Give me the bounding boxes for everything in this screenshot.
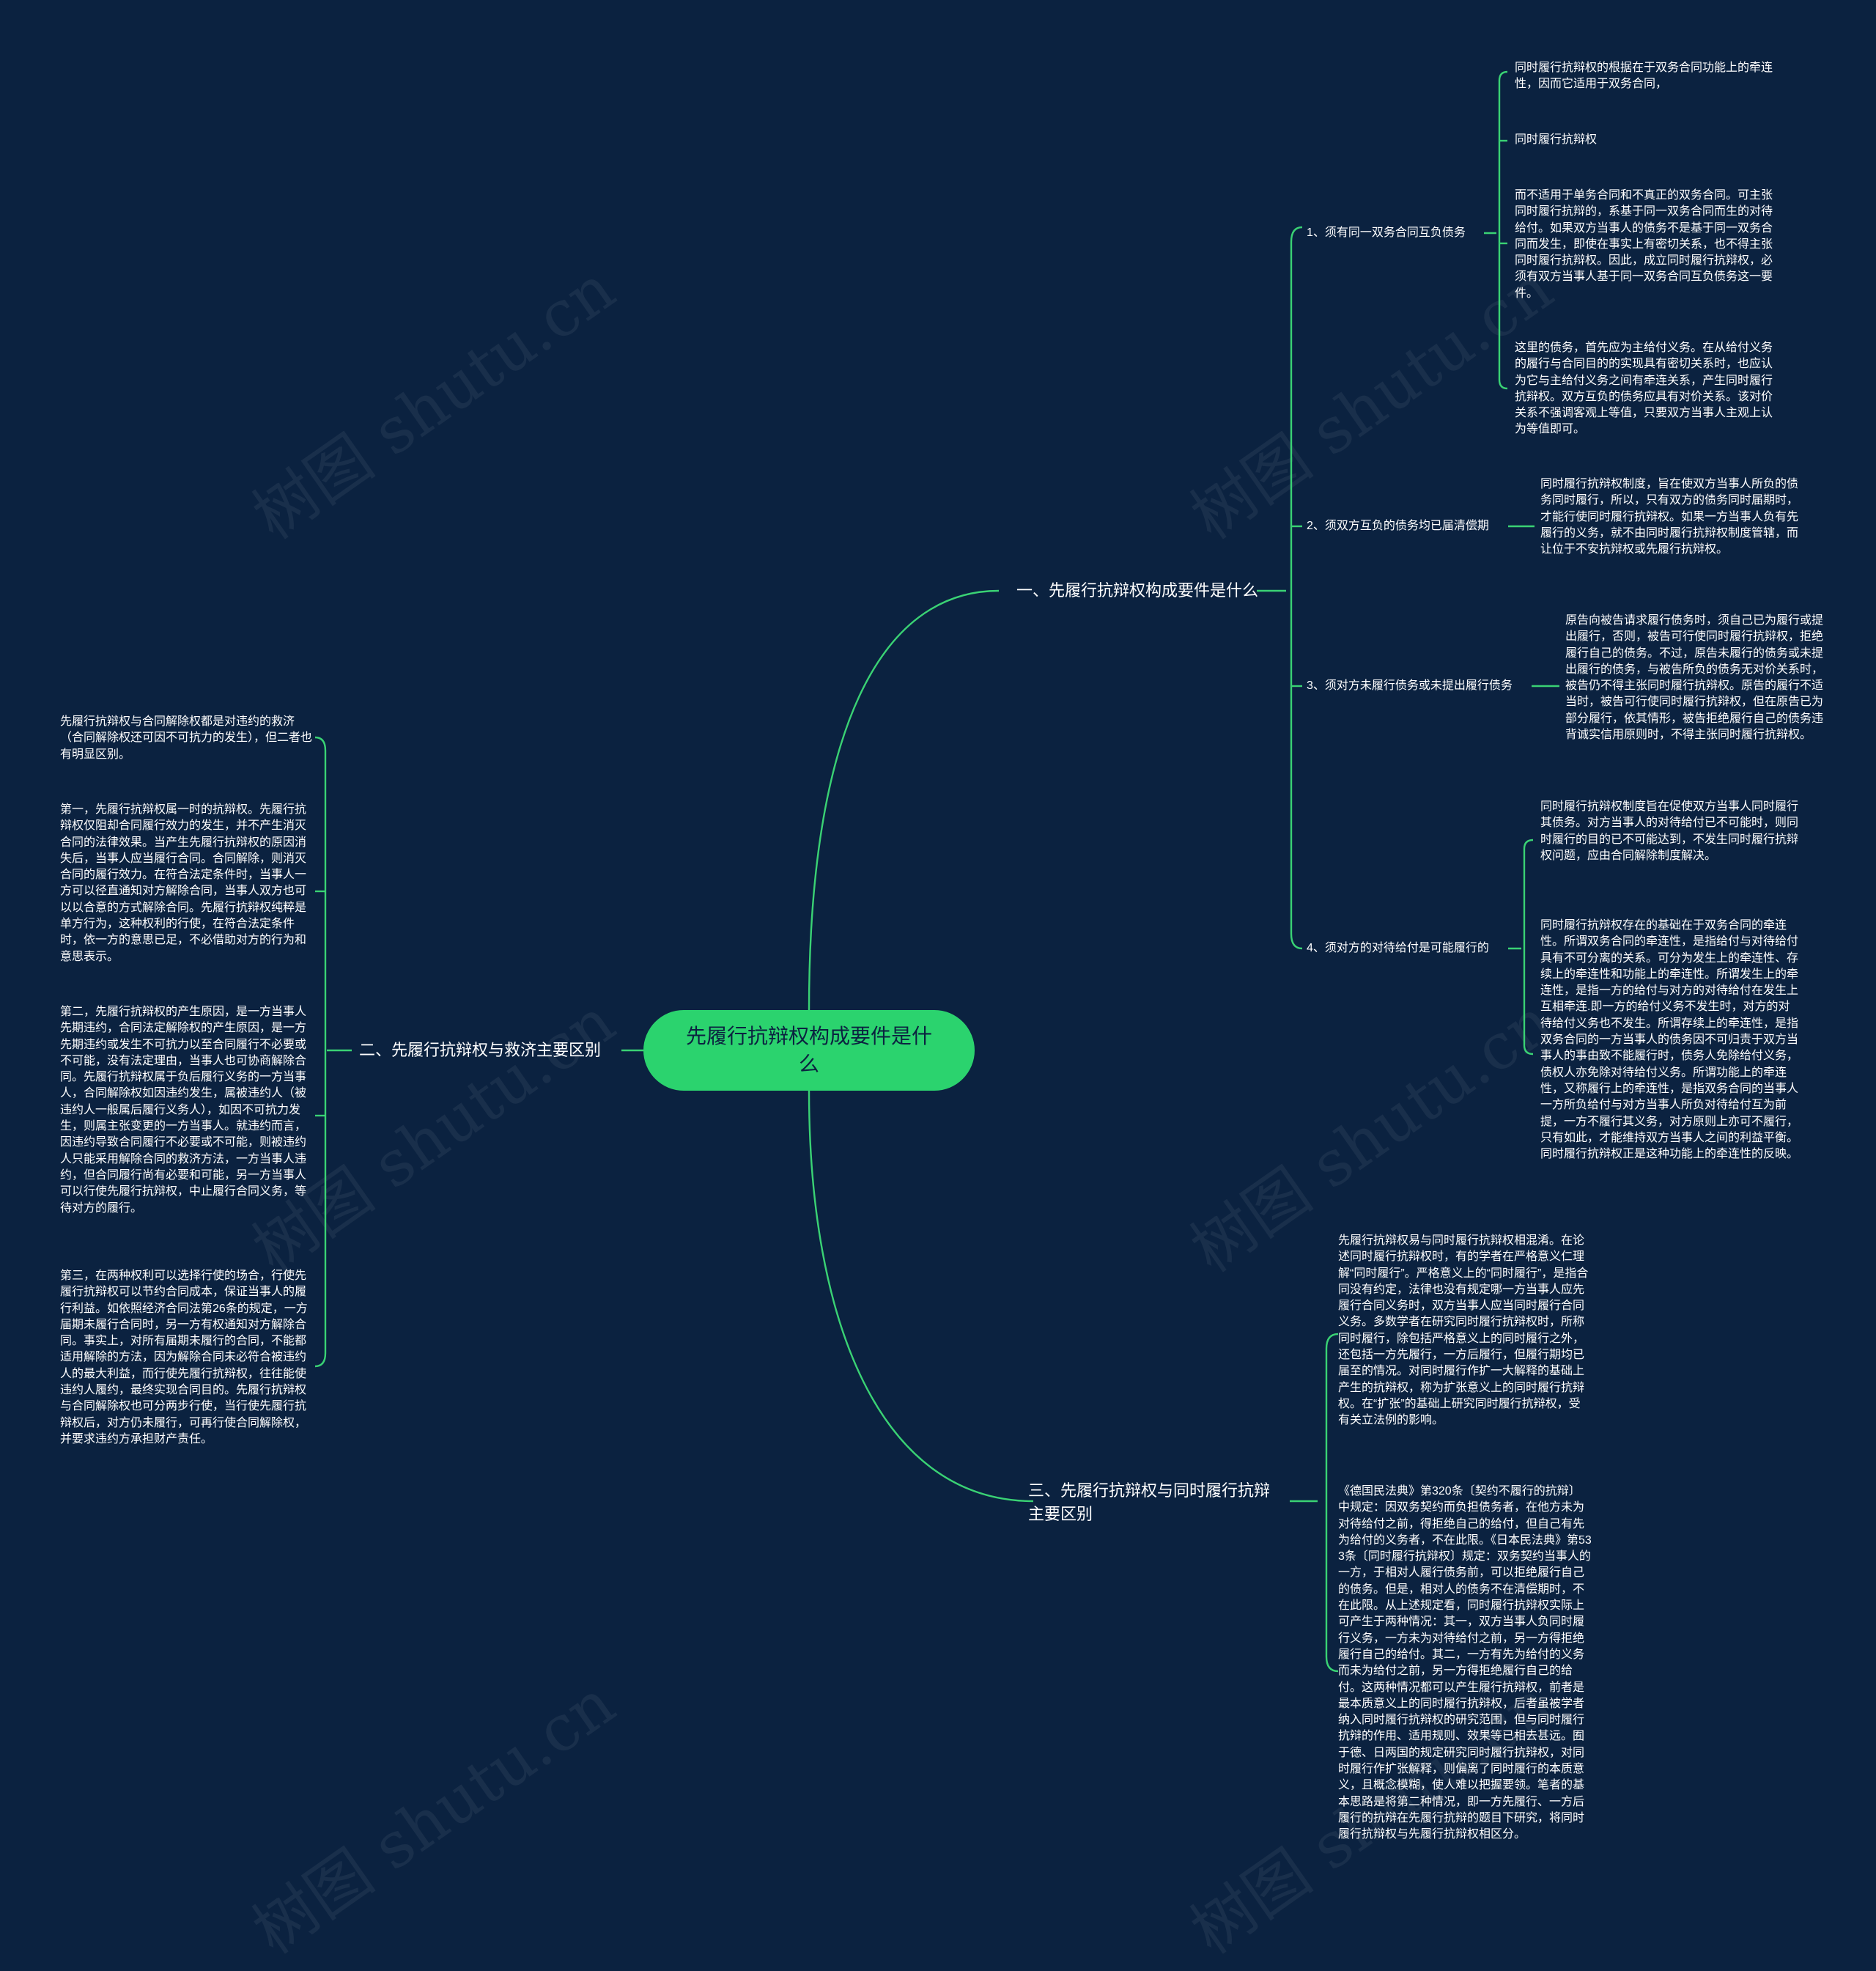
mindmap-canvas: 树图 shutu.cn 树图 shutu.cn 树图 shutu.cn 树图 s… <box>60 62 1824 1968</box>
connector-branch-3 <box>808 1090 1034 1503</box>
sub-2-label[interactable]: 2、须双方互负的债务均已届清偿期 <box>1307 520 1489 532</box>
branch-2-label[interactable]: 二、先履行抗辩权与救济主要区别 <box>359 1041 602 1059</box>
branch-1-label[interactable]: 一、先履行抗辩权构成要件是什么 <box>1016 581 1259 600</box>
leaf-4-2: 同时履行抗辩权存在的基础在于双务合同的牵连性。所谓双务合同的牵连性，是指给付与对… <box>1540 919 1799 1161</box>
leaf-4-1: 同时履行抗辩权制度旨在促使双方当事人同时履行其债务。对方当事人的对待给付已不可能… <box>1540 800 1799 862</box>
sub-4-label[interactable]: 4、须对方的对待给付是可能履行的 <box>1307 942 1489 954</box>
connector-branch-1 <box>808 589 1000 1011</box>
leaf-b2-4: 第三，在两种权利可以选择行使的场合，行使先履行抗辩权可以节约合同成本，保证当事人… <box>60 1270 308 1445</box>
leaf-2-1: 同时履行抗辩权制度，旨在使双方当事人所负的债务同时履行，所以，只有双方的债务同时… <box>1540 478 1799 556</box>
leaf-b2-2: 第一，先履行抗辩权属一时的抗辩权。先履行抗辩权仅阻却合同履行效力的发生，并不产生… <box>60 803 307 963</box>
leaf-1-1: 同时履行抗辩权的根据在于双务合同功能上的牵连性，因而它适用于双务合同， <box>1515 62 1773 91</box>
branch-3-label[interactable]: 三、先履行抗辩权与同时履行抗辩主要区别 <box>1028 1481 1271 1523</box>
leaf-1-3: 而不适用于单务合同和不真正的双务合同。可主张同时履行抗辩的，系基于同一双务合同而… <box>1515 189 1773 300</box>
leaf-1-2: 同时履行抗辩权 <box>1515 133 1598 146</box>
leaf-b3-1: 先履行抗辩权易与同时履行抗辩权相混淆。在论述同时履行抗辩权时，有的学者在严格意义… <box>1338 1234 1589 1427</box>
leaf-b2-1: 先履行抗辩权与合同解除权都是对违约的救济（合同解除权还可因不可抗力的发生），但二… <box>60 715 313 761</box>
leaf-1-4: 这里的债务，首先应为主给付义务。在从给付义务的履行与合同目的的实现具有密切关系时… <box>1515 342 1773 436</box>
leaf-b3-2: 《德国民法典》第320条〔契约不履行的抗辩〕中规定：因双务契约而负担债务者，在他… <box>1338 1485 1592 1841</box>
leaf-3-1: 原告向被告请求履行债务时，须自己已为履行或提出履行，否则，被告可行使同时履行抗辩… <box>1565 614 1824 742</box>
sub-1-label[interactable]: 1、须有同一双务合同互负债务 <box>1307 226 1466 239</box>
root-node[interactable]: 先履行抗辩权构成要件是什么 <box>643 1010 975 1091</box>
leaf-b2-3: 第二，先履行抗辩权的产生原因，是一方当事人先期违约，合同法定解除权的产生原因，是… <box>60 1006 307 1215</box>
sub-3-label[interactable]: 3、须对方未履行债务或未提出履行债务 <box>1307 679 1513 692</box>
connector-lines <box>314 70 1559 1673</box>
